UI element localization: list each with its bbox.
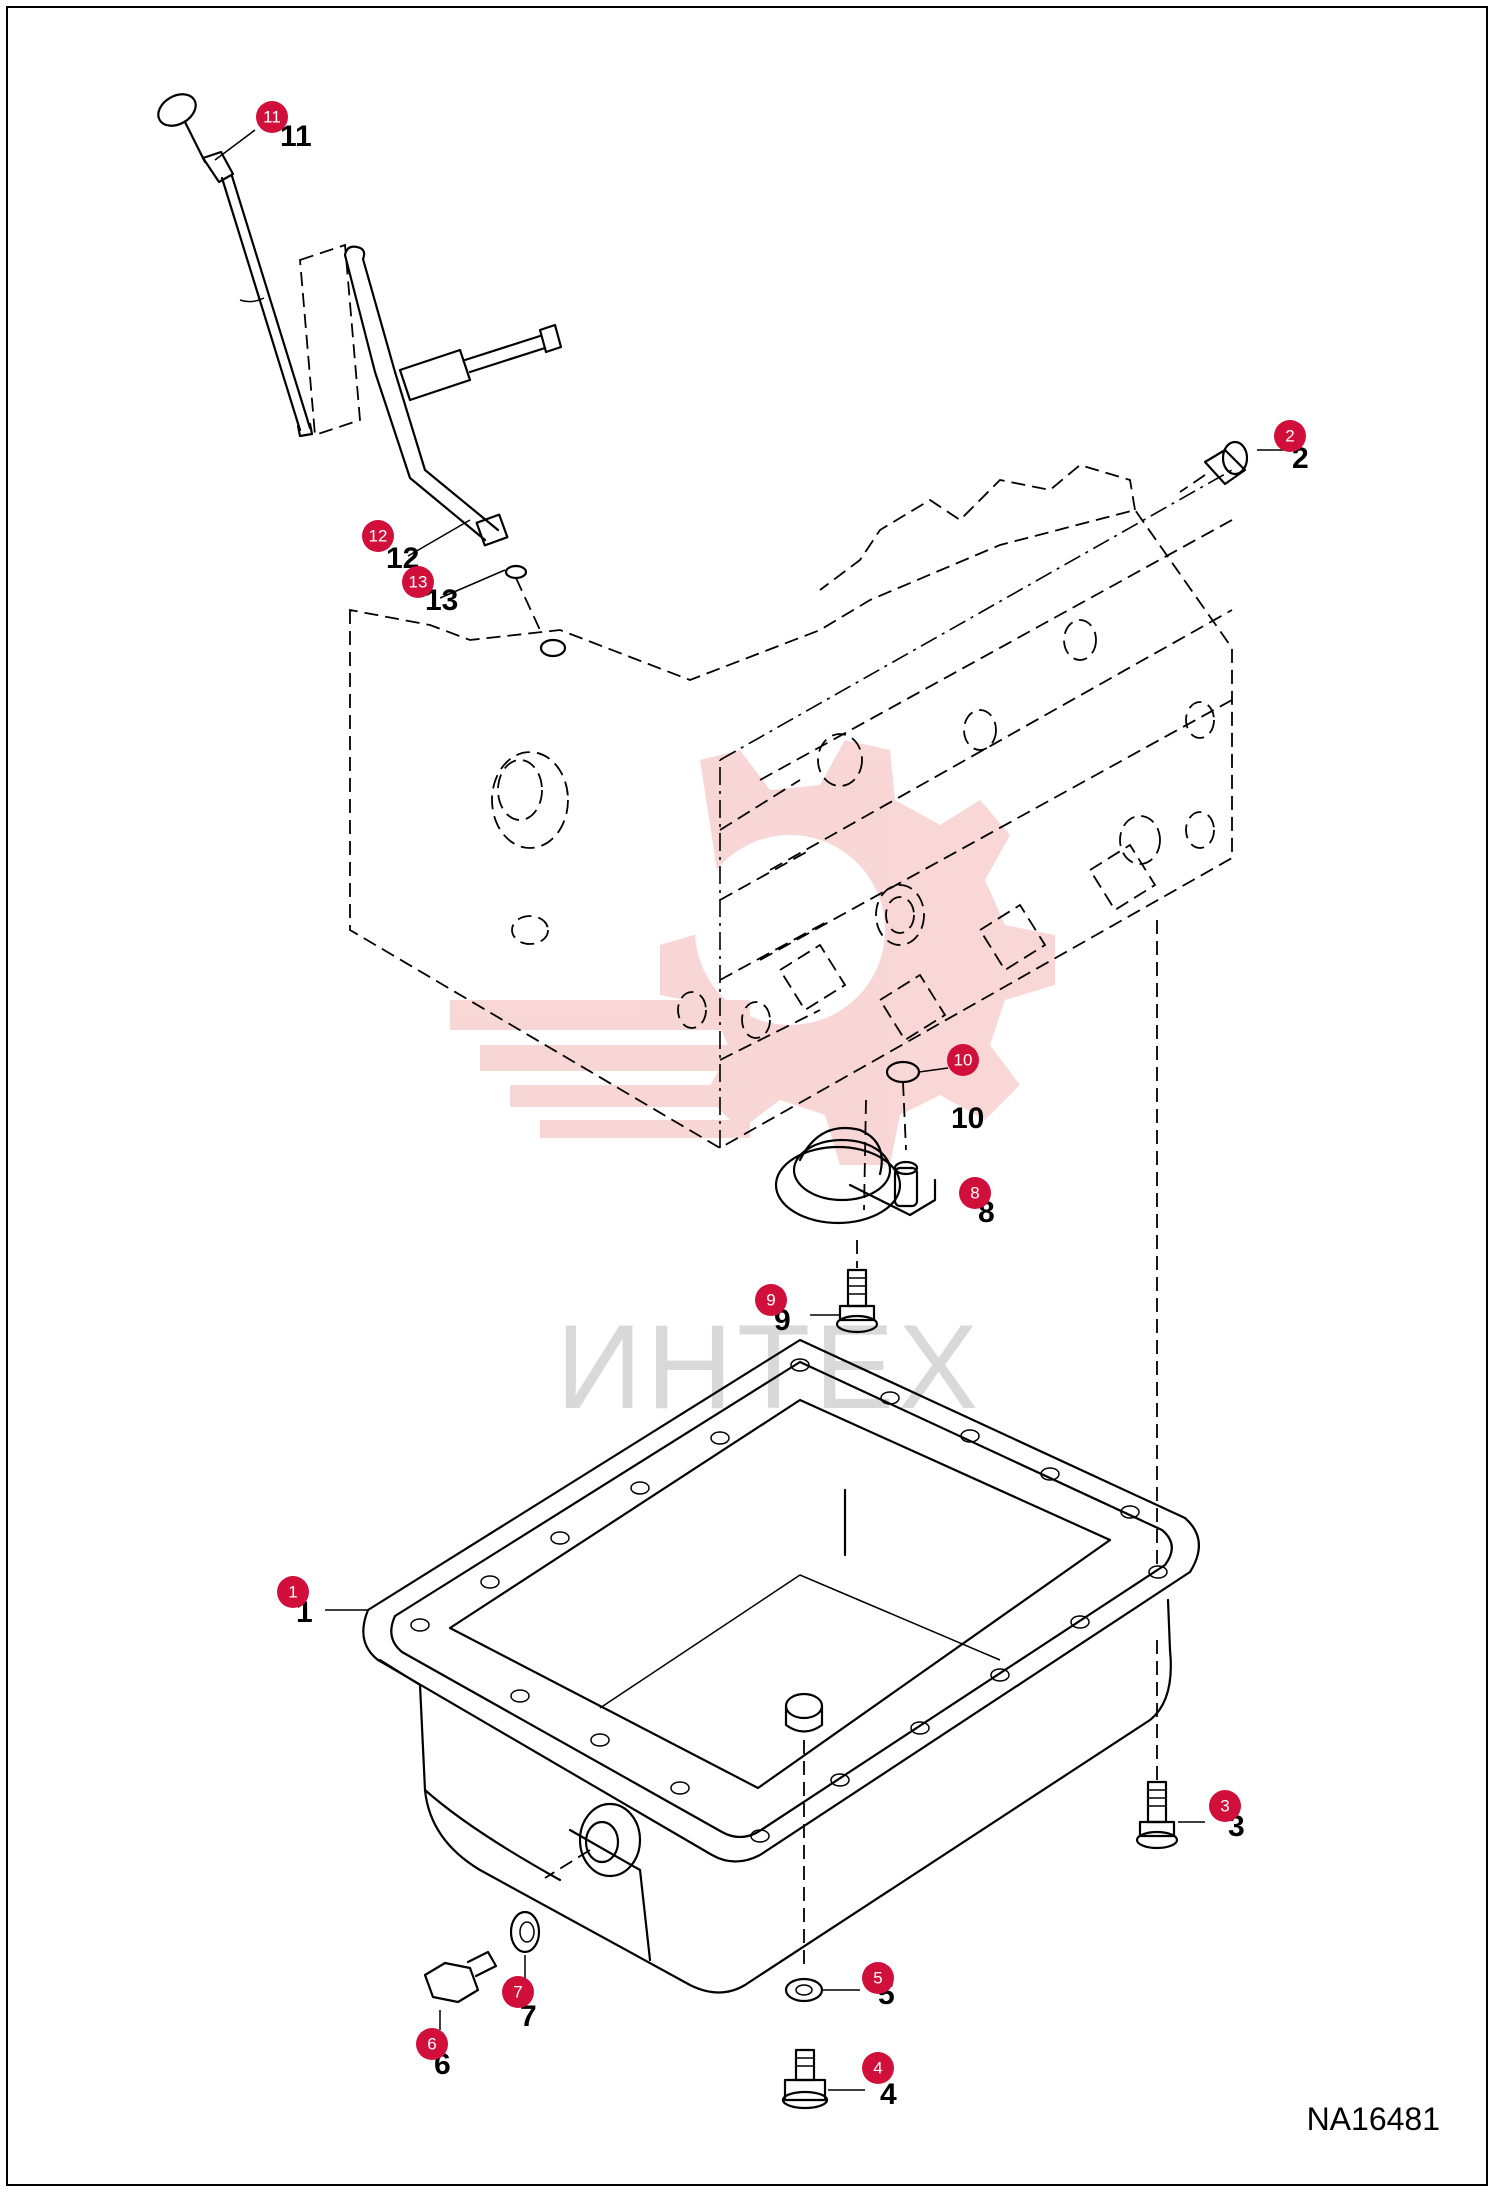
svg-text:9: 9 <box>766 1291 775 1310</box>
badge-13: 13 <box>402 566 434 598</box>
washer-7 <box>509 1910 541 1954</box>
washer-5 <box>784 1977 824 2003</box>
oil-pan <box>362 1338 1200 1994</box>
badge-12: 12 <box>362 520 394 552</box>
dipstick-sheath-outline <box>299 243 361 437</box>
callout-number-4: 4 <box>880 2078 897 2111</box>
svg-text:12: 12 <box>369 527 388 546</box>
callout-badges: 11 2 12 13 10 8 9 1 3 5 4 7 6 <box>256 101 1306 2084</box>
badge-4: 4 <box>862 2052 894 2084</box>
bolt-4 <box>781 2048 829 2110</box>
dipstick-tube <box>343 245 563 547</box>
svg-text:6: 6 <box>427 2035 436 2054</box>
bolt-3 <box>1135 1780 1179 1850</box>
badge-7: 7 <box>502 1976 534 2008</box>
svg-text:8: 8 <box>970 1184 979 1203</box>
badge-6: 6 <box>416 2028 448 2060</box>
badge-8: 8 <box>959 1177 991 1209</box>
svg-text:7: 7 <box>513 1983 522 2002</box>
callout-number-7: 7 <box>520 2000 537 2033</box>
svg-text:4: 4 <box>873 2059 882 2078</box>
svg-text:10: 10 <box>954 1051 973 1070</box>
badge-2: 2 <box>1274 420 1306 452</box>
o-ring-13 <box>504 564 528 580</box>
svg-text:1: 1 <box>288 1583 297 1602</box>
oil-strainer <box>774 1126 937 1225</box>
watermark-gear-icon <box>450 740 1055 1165</box>
badge-1: 1 <box>277 1576 309 1608</box>
svg-text:3: 3 <box>1220 1797 1229 1816</box>
callout-number-10: 10 <box>951 1102 984 1135</box>
watermark-text: ИНТЕХ <box>556 1300 982 1434</box>
dipstick-bore <box>539 638 567 658</box>
engine-block-phantom <box>349 463 1233 1150</box>
badge-3: 3 <box>1209 1790 1241 1822</box>
svg-text:11: 11 <box>263 108 281 127</box>
reference-code: NA16481 <box>1306 2101 1440 2137</box>
badge-10: 10 <box>947 1044 979 1076</box>
badge-5: 5 <box>862 1962 894 1994</box>
callout-numbers: 11 2 12 13 10 8 9 1 3 5 4 7 6 <box>280 120 1309 2111</box>
svg-text:2: 2 <box>1285 427 1294 446</box>
badge-11: 11 <box>256 101 288 133</box>
svg-text:13: 13 <box>409 573 428 592</box>
oil-pan-flange-holes <box>410 1358 1168 1843</box>
bolt-9 <box>835 1268 879 1334</box>
svg-text:5: 5 <box>873 1969 882 1988</box>
plug-2 <box>1179 440 1249 493</box>
drain-plug-6 <box>423 1950 498 2004</box>
badge-9: 9 <box>755 1284 787 1316</box>
dipstick <box>157 93 314 438</box>
